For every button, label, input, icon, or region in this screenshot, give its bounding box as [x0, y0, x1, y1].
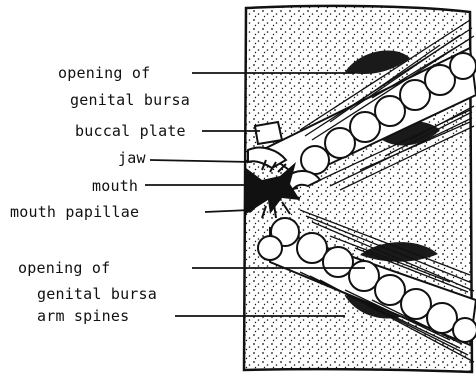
- label-genital-bursa-bottom: genital bursa: [37, 285, 157, 303]
- label-buccal-plate: buccal plate: [75, 122, 186, 140]
- label-arm-spines: arm spines: [37, 307, 129, 325]
- label-opening-of-bottom: opening of: [18, 259, 110, 277]
- label-jaw: jaw: [118, 149, 146, 167]
- label-mouth: mouth: [92, 177, 138, 195]
- label-mouth-papillae: mouth papillae: [10, 203, 139, 221]
- label-genital-bursa-top: genital bursa: [70, 91, 190, 109]
- label-opening-of-top: opening of: [58, 64, 150, 82]
- buccal-plate-shape: [255, 122, 282, 144]
